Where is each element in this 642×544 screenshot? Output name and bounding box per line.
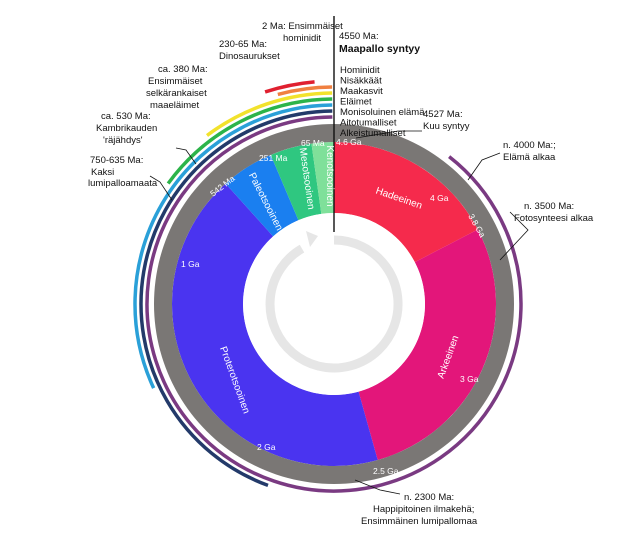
event-oxygen-line2: Happipitoinen ilmakehä; xyxy=(373,504,474,515)
event-vertebrates-line3: selkärankaiset xyxy=(146,88,207,99)
event-snowball-line3: lumipalloamaata xyxy=(88,178,158,189)
eon-wedge-hadean xyxy=(334,142,478,263)
event-cambrian-line2: Kambrikauden xyxy=(96,123,157,134)
event-earth-forms-line2: Maapallo syntyy xyxy=(339,43,420,55)
photosynthesis-leader-line xyxy=(499,211,529,261)
inner-tick-2-ga: 2 Ga xyxy=(257,442,276,452)
inner-tick-3-ga: 3 Ga xyxy=(460,374,479,384)
event-vertebrates-line2: Ensimmäiset xyxy=(148,76,203,87)
legend-item: Monisoluinen elämä xyxy=(340,107,425,118)
legend-item: Nisäkkäät xyxy=(340,76,382,87)
event-vertebrates-line1: ca. 380 Ma: xyxy=(158,64,208,75)
event-moon-forms-line1: 4527 Ma: xyxy=(423,109,463,120)
event-hominids-line1: 2 Ma: Ensimmäiset xyxy=(262,21,343,32)
legend-item: Hominidit xyxy=(340,65,380,76)
ring-tick-4-6-ga: 4.6 Ga xyxy=(336,137,362,147)
land-plants-arc xyxy=(205,91,333,137)
event-oxygen-line1: n. 2300 Ma: xyxy=(404,492,454,503)
eukaryotes-arc xyxy=(139,109,333,488)
eon-wedge-paleozoic xyxy=(225,154,299,237)
animals-arc xyxy=(166,97,333,185)
eon-wedge-cenozoic xyxy=(311,142,334,214)
clockwise-arrow-icon xyxy=(265,235,403,373)
life-span-arcs xyxy=(133,80,523,493)
eon-wedge-archean xyxy=(358,229,496,460)
eon-label-cenozoic: Kenotsooinen xyxy=(324,145,335,206)
life-legend: HominiditNisäkkäätMaakasvitEläimetMoniso… xyxy=(340,65,425,139)
legend-item: Maakasvit xyxy=(340,86,383,97)
cambrian-leader-line xyxy=(175,147,197,165)
event-vertebrates-line4: maaeläimet xyxy=(150,100,199,111)
event-cambrian-line3: 'räjähdys' xyxy=(103,135,143,146)
event-dinosaurs-line2: Dinosaurukset xyxy=(219,51,280,62)
event-snowball-line2: Kaksi xyxy=(91,167,114,178)
eon-wedge-mesozoic xyxy=(270,143,322,221)
event-cambrian-line1: ca. 530 Ma: xyxy=(101,111,151,122)
ring-tick-65-ma: 65 Ma xyxy=(301,138,325,148)
oxygen-leader-line xyxy=(354,479,401,495)
eon-wedge-proterozoic xyxy=(172,183,378,466)
arrow-head-icon xyxy=(306,231,318,247)
event-earth-forms-line1: 4550 Ma: xyxy=(339,31,379,42)
event-oxygen-line3: Ensimmäinen lumipallomaa xyxy=(361,516,478,527)
ring-tick-2-5-ga: 2.5 Ga xyxy=(373,466,399,476)
event-life-begins-line1: n. 4000 Ma:; xyxy=(503,140,556,151)
event-photosynthesis-line1: n. 3500 Ma: xyxy=(524,201,574,212)
prokaryotes-arc xyxy=(145,115,523,493)
event-photosynthesis-line2: Fotosynteesi alkaa xyxy=(514,213,594,224)
event-moon-forms-line2: Kuu syntyy xyxy=(423,121,470,132)
event-life-begins-line2: Elämä alkaa xyxy=(503,152,556,163)
multicellular-arc xyxy=(133,103,333,389)
event-dinosaurs-line1: 230-65 Ma: xyxy=(219,39,267,50)
inner-tick-1-ga: 1 Ga xyxy=(181,259,200,269)
eon-wedges xyxy=(172,142,496,466)
ring-tick-251-ma: 251 Ma xyxy=(259,153,288,163)
event-snowball-line1: 750-635 Ma: xyxy=(90,155,143,166)
legend-item: Aitotumalliset xyxy=(340,118,397,129)
legend-item: Alkeistumalliset xyxy=(340,128,406,139)
life-leader-line xyxy=(467,152,501,181)
mammals-arc xyxy=(277,85,333,97)
event-hominids-line2: hominidit xyxy=(283,33,321,44)
snowball-leader-line xyxy=(149,175,173,201)
inner-tick-4-ga: 4 Ga xyxy=(430,193,449,203)
dinosaurs-arc xyxy=(264,80,315,94)
legend-item: Eläimet xyxy=(340,97,372,108)
moon-leader-line xyxy=(355,130,422,139)
